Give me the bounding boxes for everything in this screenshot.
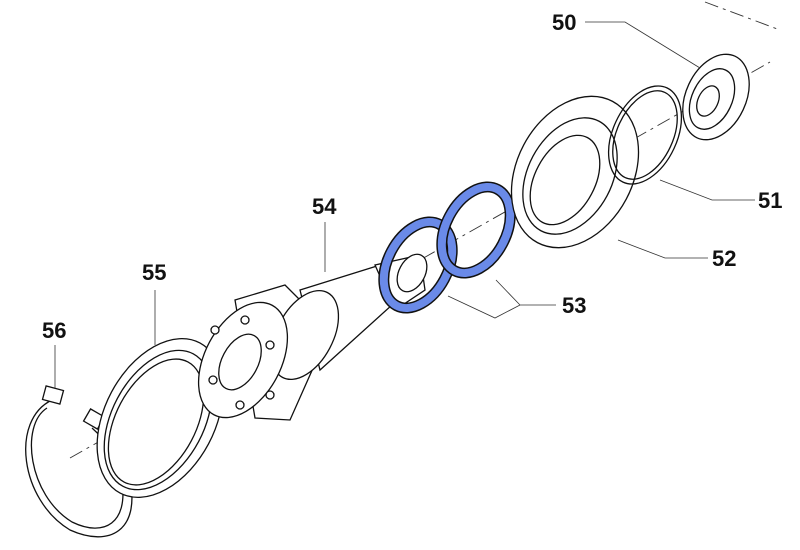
callout-51: 51 (758, 188, 782, 213)
part-51-snap-ring[interactable] (594, 74, 696, 195)
part-52-bearing[interactable] (486, 74, 664, 270)
leader-52 (617, 239, 708, 259)
part-50-bearing[interactable] (670, 44, 762, 151)
axis-extension (704, 1, 781, 31)
part-53-seal-1[interactable] (370, 210, 466, 319)
callout-50: 50 (552, 10, 576, 35)
leader-51 (659, 179, 755, 201)
callout-54: 54 (312, 194, 337, 219)
callout-56: 56 (42, 318, 66, 343)
part-53-seal-2[interactable] (428, 175, 524, 284)
part-54-shaft[interactable] (180, 249, 433, 432)
callout-53: 53 (562, 293, 586, 318)
callout-52: 52 (712, 246, 736, 271)
leader-50 (585, 21, 701, 69)
part-55-ring[interactable] (72, 317, 249, 519)
callout-55: 55 (142, 260, 166, 285)
leader-53 (447, 279, 556, 319)
